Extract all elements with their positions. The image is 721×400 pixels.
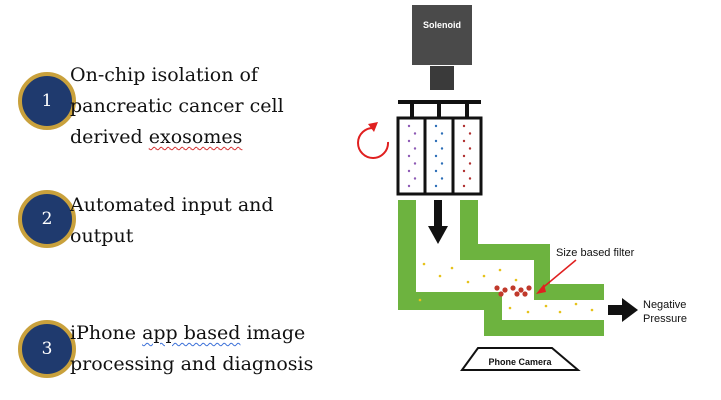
filter-pointer-line: [539, 259, 577, 291]
exosome-dot: [466, 280, 470, 284]
sample-dot: [440, 132, 444, 135]
trapped-particle: [518, 287, 524, 293]
exosome-dot: [514, 278, 518, 282]
step-3-line-2: processing and diagnosis: [70, 353, 314, 375]
exosome-dot: [498, 268, 502, 272]
step-3-line-1-b: app based: [142, 322, 241, 344]
exosome-dot: [544, 304, 548, 308]
step-1-line-2: pancreatic cancer cell: [70, 95, 284, 117]
step-2-text: Automated input and output: [70, 190, 274, 252]
phone-camera-shape: [460, 347, 581, 371]
step-3-text: iPhone app based image processing and di…: [70, 318, 313, 380]
sample-dot: [413, 132, 417, 135]
syringe-sample-dots: [407, 124, 472, 188]
step-3-line-1: iPhone app based image: [70, 318, 313, 349]
microfluidic-channel: [398, 200, 604, 336]
step-1-line-3-a: derived: [70, 126, 149, 148]
exosome-dot: [590, 308, 594, 312]
filter-label: Size based filter: [556, 247, 635, 259]
trapped-particle: [522, 291, 528, 297]
exosome-dot: [508, 306, 512, 310]
flow-arrow-shaft: [434, 200, 442, 228]
trapped-particle: [526, 285, 532, 291]
exosome-dot: [422, 262, 426, 266]
rotation-arrow: [357, 126, 390, 159]
step-3-line-1-c: image: [240, 322, 306, 344]
trapped-particle: [494, 285, 500, 291]
step-number-badge: 3: [18, 320, 76, 378]
rotation-arrowhead: [368, 122, 378, 132]
syringe-1: [396, 100, 428, 196]
sample-dot: [434, 124, 438, 128]
sample-dot: [407, 184, 411, 188]
exosome-dot: [574, 302, 578, 306]
trapped-particle: [510, 285, 516, 291]
exosome-dot: [450, 266, 454, 270]
pressure-arrow-head: [622, 298, 638, 322]
step-1-line-3-b: exosomes: [148, 126, 243, 148]
sample-dot: [468, 132, 472, 135]
pressure-arrow-shaft: [608, 305, 624, 315]
sample-dot: [407, 139, 411, 143]
sample-dot: [462, 184, 466, 188]
sample-dot: [440, 147, 444, 150]
sample-dot: [434, 154, 438, 158]
step-1-line-3: derived exosomes: [70, 122, 284, 153]
sample-dot: [468, 147, 472, 150]
trapped-particle: [514, 291, 520, 297]
step-1-text: On-chip isolation of pancreatic cancer c…: [70, 60, 284, 153]
sample-dot: [462, 154, 466, 158]
sample-dot: [413, 162, 417, 165]
step-2-line-1: Automated input and: [70, 194, 274, 216]
sample-dot: [434, 169, 438, 173]
sample-dot: [468, 162, 472, 165]
step-1: 1: [18, 72, 76, 130]
sample-dot: [462, 169, 466, 173]
flow-arrow-head: [428, 226, 448, 244]
syringe-2: [423, 100, 455, 196]
solenoid-body: [412, 5, 472, 65]
step-1-line-1: On-chip isolation of: [70, 64, 258, 86]
phone-camera-label: Phone Camera: [488, 357, 552, 367]
pressure-label-line-1: Negative: [643, 299, 686, 311]
sample-dot: [434, 184, 438, 188]
step-3-line-1-a: iPhone: [70, 322, 143, 344]
sample-dot: [462, 139, 466, 143]
step-2-line-2: output: [70, 225, 134, 247]
sample-dot: [468, 177, 472, 180]
sample-dot: [462, 124, 466, 128]
step-number-badge: 2: [18, 190, 76, 248]
step-number-badge: 1: [18, 72, 76, 130]
step-3: 3: [18, 320, 76, 378]
step-number: 2: [41, 209, 53, 229]
trapped-particle: [498, 291, 504, 297]
filter-trapped-particles: [494, 285, 532, 297]
sample-dot: [440, 162, 444, 165]
step-number: 1: [41, 91, 53, 111]
step-2: 2: [18, 190, 76, 248]
trapped-particle: [502, 287, 508, 293]
solenoid-plunger: [430, 66, 454, 90]
sample-dot: [440, 177, 444, 180]
exosome-dot: [438, 274, 442, 278]
exosome-dot: [482, 274, 486, 278]
syringe-3: [451, 100, 483, 196]
exosome-dot: [558, 310, 562, 314]
solenoid-label: Solenoid: [423, 20, 461, 30]
exosome-particles: [418, 262, 594, 314]
sample-dot: [434, 139, 438, 143]
sample-dot: [413, 177, 417, 180]
sample-dot: [413, 147, 417, 150]
exosome-dot: [526, 310, 530, 314]
sample-dot: [407, 154, 411, 158]
pressure-label-line-2: Pressure: [643, 313, 687, 325]
exosome-dot: [418, 298, 422, 302]
filter-pointer-head: [536, 284, 546, 294]
sample-dot: [407, 169, 411, 173]
sample-dot: [407, 124, 411, 128]
step-number: 3: [41, 339, 53, 359]
